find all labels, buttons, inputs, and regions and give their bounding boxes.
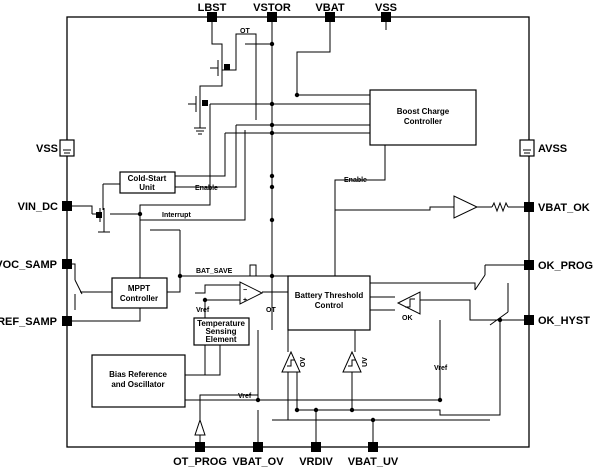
signal-labels: OT Enable Enable Interrupt BAT_SAVE Vref…	[162, 28, 448, 400]
svg-text:+: +	[243, 297, 247, 304]
pin-lbst: LBST	[198, 2, 227, 14]
ground-symbols	[59, 139, 535, 157]
pin-vbat-ov: VBAT_OV	[232, 456, 284, 468]
signal-bat-save: BAT_SAVE	[196, 268, 233, 275]
ok-prog-switch	[474, 274, 486, 291]
bias-reference-line1: Bias Reference	[109, 370, 167, 379]
signal-vref-bottom: Vref	[238, 393, 252, 400]
uv-comparator	[342, 350, 362, 373]
vbat-ok-resistor	[491, 201, 509, 213]
pin-vbat: VBAT	[315, 2, 344, 14]
ok-hyst-switch	[489, 311, 509, 326]
mppt-controller-block: MPPT Controller	[111, 277, 168, 309]
temperature-sensing-element-block: Temperature Sensing Element	[193, 317, 250, 346]
ot-prog-buffer	[194, 418, 206, 436]
pin-vin-dc: VIN_DC	[18, 201, 58, 213]
temperature-sensing-line2: Sensing	[205, 327, 236, 336]
pin-ok-hyst: OK_HYST	[538, 315, 590, 327]
mppt-controller-line2: Controller	[120, 294, 158, 303]
pin-labels: LBST VSTOR VBAT VSS VSS VIN_DC VOC_SAMP …	[0, 2, 593, 468]
switch-transistors	[74, 60, 230, 295]
vbat-ok-buffer	[453, 195, 479, 219]
pin-vref-samp: VREF_SAMP	[0, 316, 57, 328]
battery-threshold-control-block: Battery Threshold Control	[287, 275, 371, 331]
pin-vss-top: VSS	[375, 2, 397, 14]
signal-interrupt: Interrupt	[162, 212, 191, 219]
ok-comparator	[396, 291, 421, 315]
signal-ot-comp: OT	[266, 307, 276, 314]
cold-start-unit-line2: Unit	[139, 183, 155, 192]
ov-comparator	[281, 350, 301, 373]
signal-ov-comp: OV	[300, 357, 307, 367]
boost-charge-controller-block: Boost Charge Controller	[369, 89, 477, 146]
junction-dots	[137, 41, 503, 423]
pin-voc-samp: VOC_SAMP	[0, 259, 57, 271]
mppt-controller-line1: MPPT	[128, 284, 150, 293]
svg-text:−: −	[243, 287, 247, 294]
pin-ot-prog: OT_PROG	[173, 456, 227, 468]
signal-ot-top: OT	[240, 28, 250, 35]
pin-vbat-ok: VBAT_OK	[538, 202, 590, 214]
temperature-sensing-line1: Temperature	[197, 319, 245, 328]
battery-threshold-control-line1: Battery Threshold	[295, 291, 364, 300]
cold-start-unit-block: Cold-Start Unit	[119, 171, 176, 194]
signal-vref-temp: Vref	[196, 307, 210, 314]
ot-comparator: − +	[239, 281, 264, 305]
bias-reference-oscillator-block: Bias Reference and Oscillator	[91, 354, 186, 408]
cold-start-unit-line1: Cold-Start	[128, 174, 167, 183]
pin-vss-left: VSS	[36, 143, 58, 155]
pin-pads	[62, 12, 534, 452]
pin-ok-prog: OK_PROG	[538, 260, 593, 272]
signal-ok-comp: OK	[402, 315, 413, 322]
signal-enable-boost: Enable	[344, 177, 367, 184]
boost-charge-controller-line2: Controller	[404, 117, 442, 126]
pin-avss: AVSS	[538, 143, 567, 155]
bias-reference-line2: and Oscillator	[111, 380, 164, 389]
boost-charge-controller-line1: Boost Charge	[397, 107, 450, 116]
battery-threshold-control-line2: Control	[315, 301, 343, 310]
temperature-sensing-line3: Element	[205, 335, 236, 344]
pin-vstor: VSTOR	[253, 2, 291, 14]
pin-vbat-uv: VBAT_UV	[348, 456, 399, 468]
pin-vrdiv: VRDIV	[299, 456, 333, 468]
signal-vref-right: Vref	[434, 365, 448, 372]
signal-uv-comp: UV	[362, 357, 369, 367]
signal-enable-cold: Enable	[195, 185, 218, 192]
